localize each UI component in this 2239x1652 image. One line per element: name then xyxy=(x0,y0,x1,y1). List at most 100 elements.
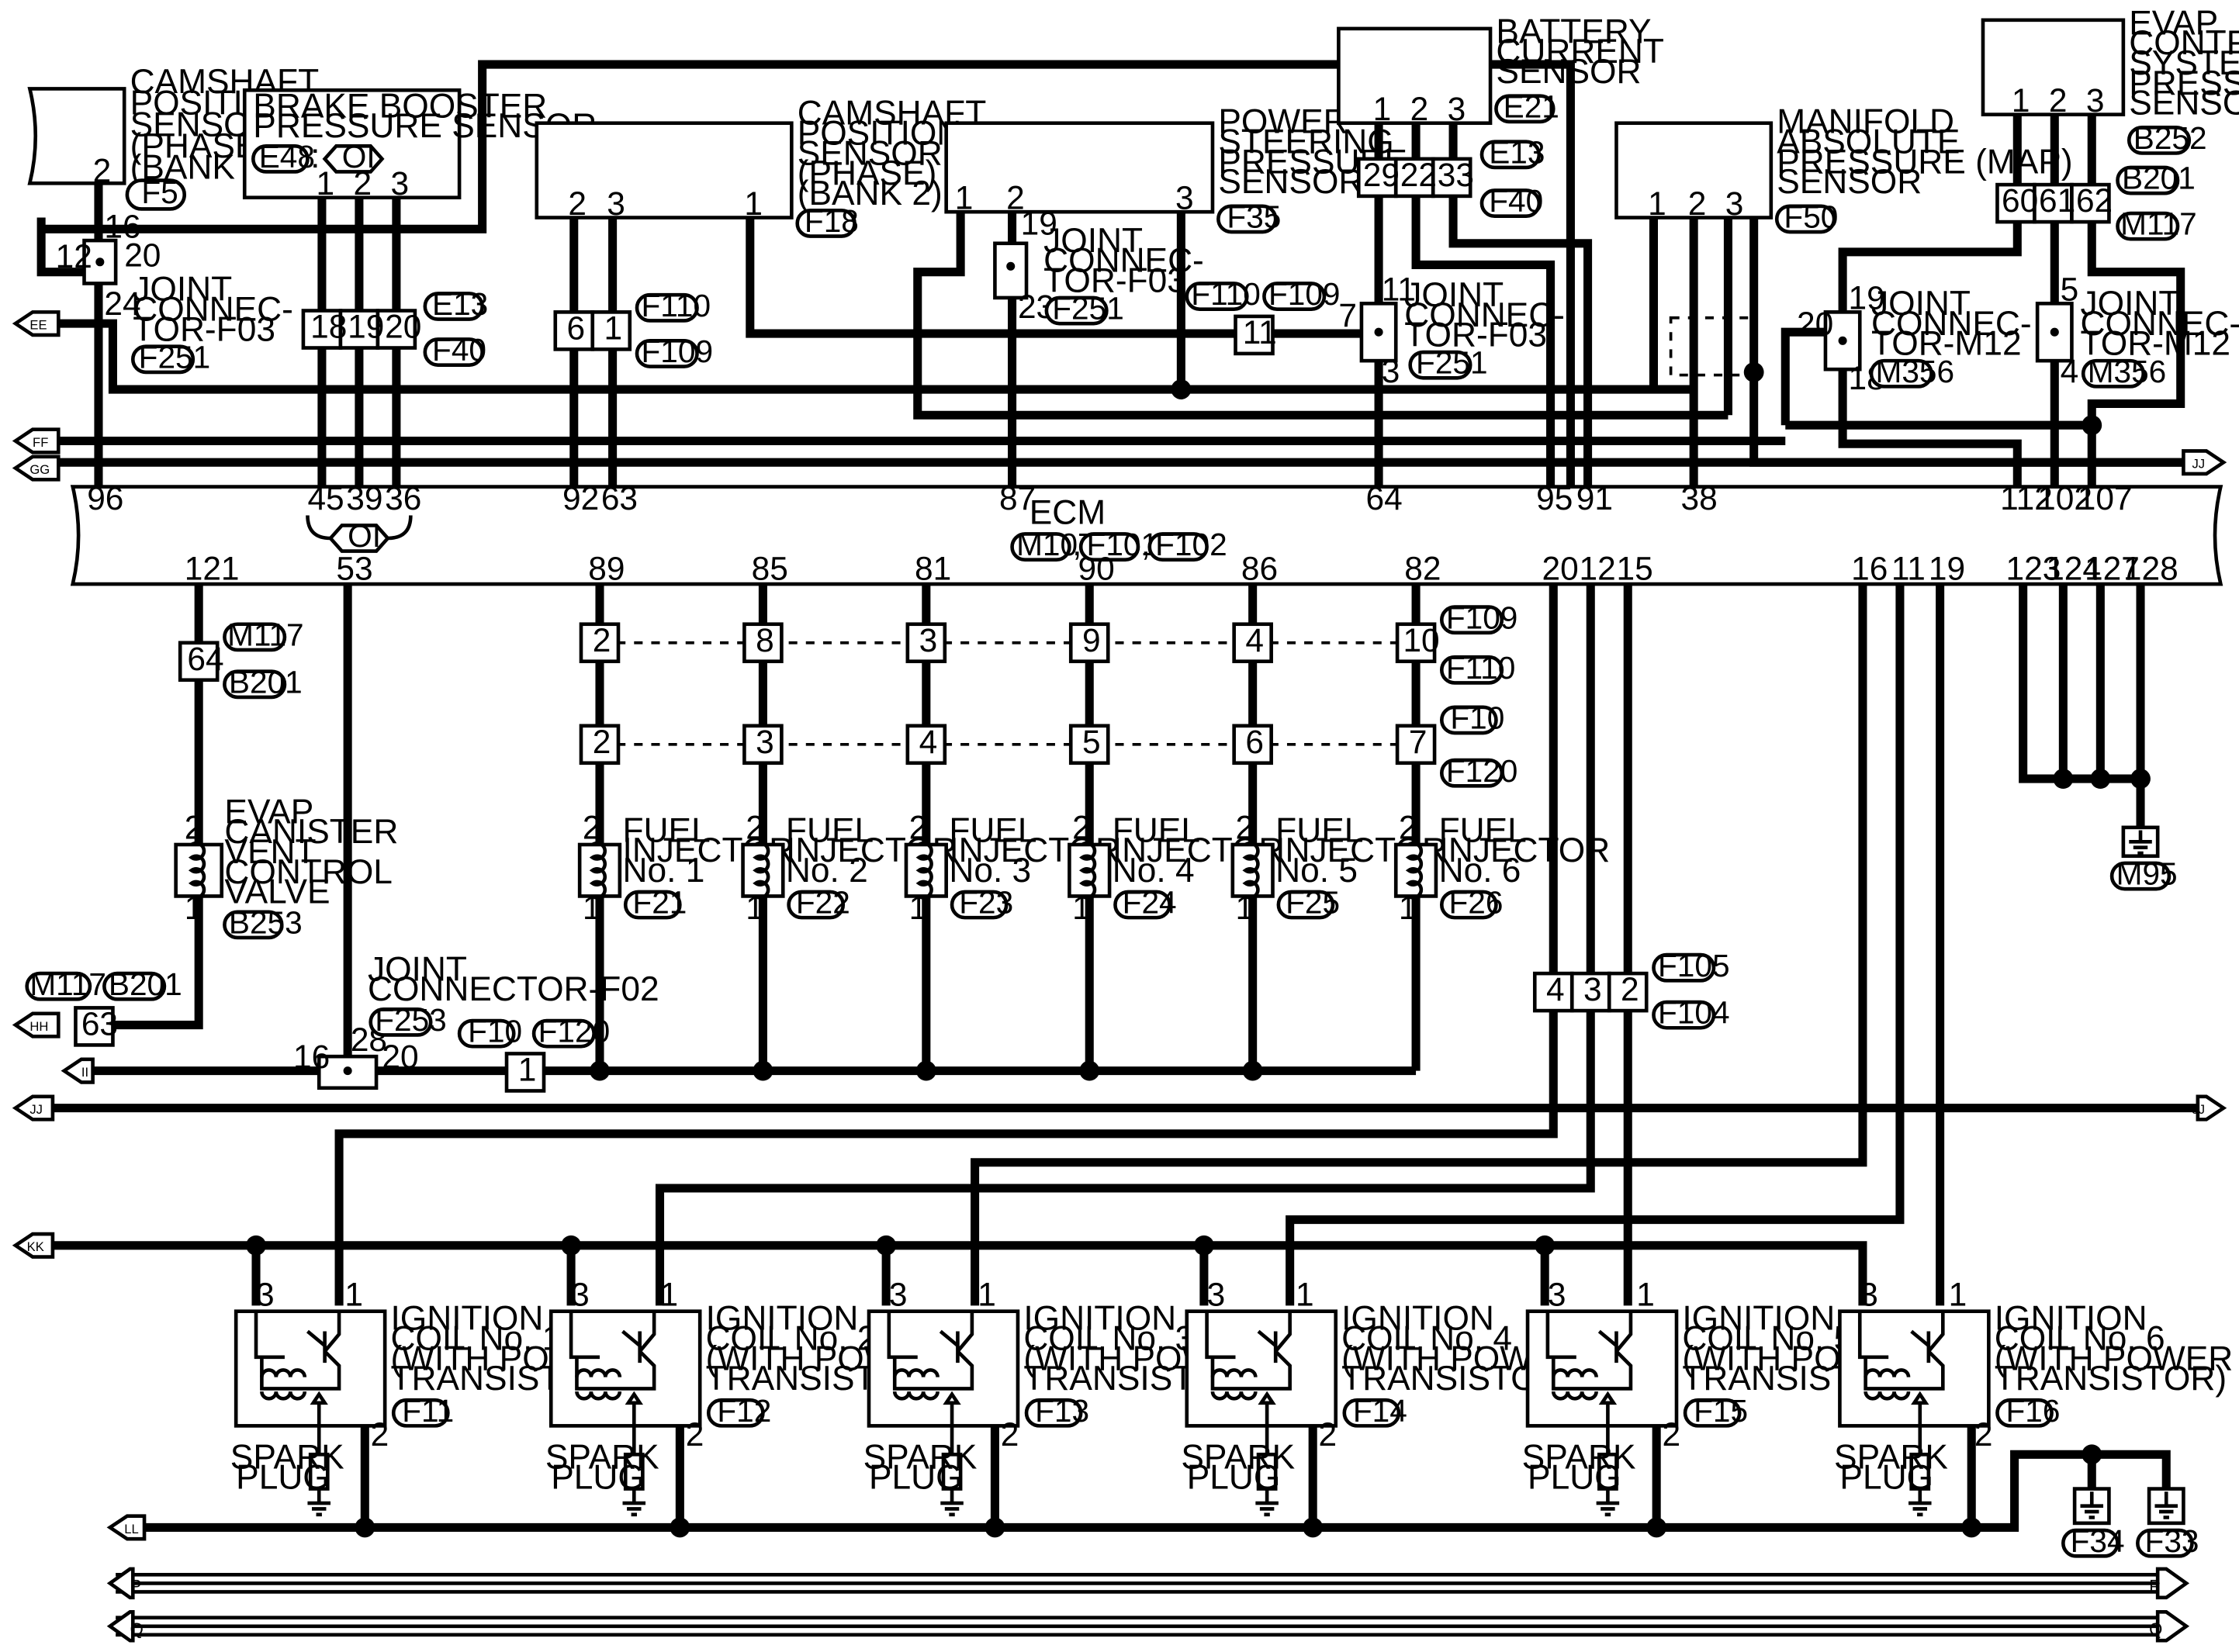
svg-text:TOR-F03: TOR-F03 xyxy=(1404,316,1547,354)
svg-text:F110: F110 xyxy=(1446,650,1516,686)
svg-text:(BANK 2): (BANK 2) xyxy=(798,175,943,213)
svg-text:1: 1 xyxy=(1636,1276,1655,1312)
connector-f105-f104: 4 3 2 F105 F104 xyxy=(1532,948,1730,1031)
harness-arrows-bottom: JJ JJ KK LL P P Q Q xyxy=(12,1094,2227,1643)
svg-text:BATTERY: BATTERY xyxy=(1496,12,1651,50)
svg-text:2: 2 xyxy=(354,165,372,202)
svg-text:B252: B252 xyxy=(2133,120,2207,156)
connector-f110-f109-inline: 6 1 F110 F109 xyxy=(553,288,714,369)
svg-text:39: 39 xyxy=(346,480,382,517)
svg-text:F33: F33 xyxy=(2145,1523,2199,1559)
svg-text:2: 2 xyxy=(593,724,611,760)
svg-text:F34: F34 xyxy=(2071,1523,2125,1559)
svg-text:3: 3 xyxy=(919,622,938,658)
connector-63-hh: M117 B201 63 HH xyxy=(12,966,182,1047)
svg-text:TOR-F03: TOR-F03 xyxy=(1043,262,1186,300)
svg-text:F102: F102 xyxy=(1155,527,1227,562)
svg-text:CURRENT: CURRENT xyxy=(1496,33,1663,71)
svg-text:11: 11 xyxy=(1243,314,1277,351)
svg-text:61: 61 xyxy=(2039,182,2075,219)
svg-text:B253: B253 xyxy=(229,904,303,940)
svg-text:2: 2 xyxy=(1236,810,1254,846)
svg-text:1: 1 xyxy=(955,179,974,216)
svg-text:FUEL: FUEL xyxy=(1113,811,1200,849)
svg-text:FF: FF xyxy=(33,435,48,450)
svg-text:JOINT: JOINT xyxy=(2081,285,2180,323)
svg-text:4: 4 xyxy=(1546,971,1565,1007)
svg-text:B201: B201 xyxy=(229,664,303,700)
svg-text:1: 1 xyxy=(344,1276,363,1312)
svg-text:KK: KK xyxy=(27,1239,44,1254)
svg-text:1: 1 xyxy=(583,890,601,926)
svg-text:COIL No. 5: COIL No. 5 xyxy=(1682,1320,1853,1358)
svg-text:JOINT: JOINT xyxy=(1404,276,1504,314)
svg-text:No. 4: No. 4 xyxy=(1113,852,1195,890)
svg-text:CONNECTOR-F02: CONNECTOR-F02 xyxy=(368,970,659,1008)
svg-text:IGNITION: IGNITION xyxy=(391,1300,544,1338)
svg-text:,: , xyxy=(1072,525,1081,563)
svg-text:3: 3 xyxy=(571,1276,590,1312)
svg-text:8: 8 xyxy=(756,622,774,658)
svg-text:GG: GG xyxy=(29,462,50,477)
svg-text:2: 2 xyxy=(746,810,764,846)
svg-text:1: 1 xyxy=(1949,1276,1967,1312)
svg-text:20: 20 xyxy=(1797,306,1833,342)
svg-text:F15: F15 xyxy=(1694,1393,1748,1429)
svg-text:F24: F24 xyxy=(1123,885,1177,921)
svg-text:E13: E13 xyxy=(1489,134,1545,170)
svg-text:POSITION: POSITION xyxy=(798,114,962,152)
svg-text:M95: M95 xyxy=(2116,856,2178,892)
svg-text:1: 1 xyxy=(185,890,203,926)
svg-text:15: 15 xyxy=(1616,551,1652,587)
svg-text:COIL No. 1: COIL No. 1 xyxy=(391,1320,562,1358)
svg-text:JOINT: JOINT xyxy=(1871,285,1971,323)
svg-text:SENSOR: SENSOR xyxy=(1777,163,1922,201)
svg-text:124: 124 xyxy=(2046,551,2101,587)
svg-text:2: 2 xyxy=(1663,1416,1681,1453)
svg-text:36: 36 xyxy=(385,480,421,517)
svg-text:(PHASE): (PHASE) xyxy=(798,154,937,192)
svg-text:4: 4 xyxy=(919,724,938,760)
svg-text:E13: E13 xyxy=(432,286,488,322)
svg-text:F101: F101 xyxy=(1087,527,1159,562)
svg-text:PRESSURE: PRESSURE xyxy=(2129,64,2239,102)
svg-text:INJECTOR: INJECTOR xyxy=(1439,831,1611,869)
svg-text:FUEL: FUEL xyxy=(1439,811,1527,849)
svg-text:PLUG: PLUG xyxy=(1528,1459,1621,1497)
svg-text:64: 64 xyxy=(1365,480,1402,517)
svg-text:3: 3 xyxy=(756,724,774,760)
svg-text:91: 91 xyxy=(1576,480,1613,517)
svg-text:B201: B201 xyxy=(109,966,182,1002)
svg-text:2: 2 xyxy=(1072,810,1091,846)
svg-text:92: 92 xyxy=(562,480,599,517)
svg-text:COIL No. 2: COIL No. 2 xyxy=(706,1320,877,1358)
svg-text:2: 2 xyxy=(1688,185,1707,222)
svg-text:19: 19 xyxy=(348,309,384,345)
manifold-absolute-pressure-sensor: MANIFOLD ABSOLUTE PRESSURE (MAP) SENSOR … xyxy=(1614,103,2073,234)
svg-text:PLUG: PLUG xyxy=(236,1459,330,1497)
svg-text:2: 2 xyxy=(686,1416,704,1453)
svg-text:1: 1 xyxy=(746,890,764,926)
svg-text:123: 123 xyxy=(2006,551,2061,587)
svg-text:3: 3 xyxy=(1382,353,1400,389)
svg-text:10: 10 xyxy=(1403,622,1439,658)
svg-text:3: 3 xyxy=(2086,82,2105,119)
svg-text:22: 22 xyxy=(1400,157,1437,193)
svg-text:COIL No. 6: COIL No. 6 xyxy=(1995,1320,2165,1358)
svg-text:2: 2 xyxy=(1410,91,1429,127)
ecm-module: ECM M107 , F101 , F102 96 45 39 36 92 63… xyxy=(70,480,2223,587)
svg-text:121: 121 xyxy=(185,551,240,587)
svg-text:96: 96 xyxy=(87,480,123,517)
svg-text:SENSOR: SENSOR xyxy=(798,134,943,172)
svg-text:F109: F109 xyxy=(1268,276,1341,312)
svg-text:LL: LL xyxy=(124,1522,138,1536)
svg-text:SPARK: SPARK xyxy=(230,1439,344,1477)
svg-text:IGNITION: IGNITION xyxy=(1023,1300,1176,1338)
svg-text:19: 19 xyxy=(1848,280,1884,316)
svg-text:3: 3 xyxy=(1725,185,1744,222)
svg-text:PLUG: PLUG xyxy=(551,1459,645,1497)
svg-text:MANIFOLD: MANIFOLD xyxy=(1777,103,1954,141)
svg-text:3: 3 xyxy=(1448,91,1466,127)
svg-text:19: 19 xyxy=(1929,551,1965,587)
svg-text:F109: F109 xyxy=(642,334,714,369)
